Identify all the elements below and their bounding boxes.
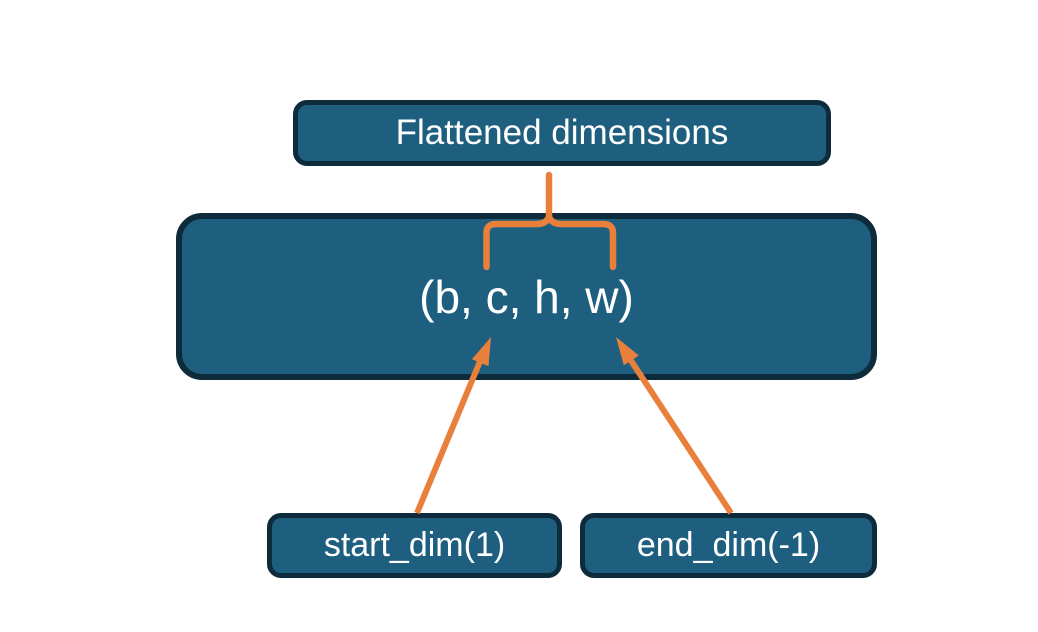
node-tensor-shape: (b, c, h, w) xyxy=(176,213,877,380)
node-start-dim: start_dim(1) xyxy=(267,513,562,578)
node-flattened-dimensions: Flattened dimensions xyxy=(293,100,831,166)
node-flattened-dimensions-label: Flattened dimensions xyxy=(395,113,729,152)
node-end-dim-label: end_dim(-1) xyxy=(636,526,821,564)
node-end-dim: end_dim(-1) xyxy=(580,513,877,578)
node-start-dim-label: start_dim(1) xyxy=(323,526,506,564)
node-tensor-shape-label: (b, c, h, w) xyxy=(419,270,634,323)
